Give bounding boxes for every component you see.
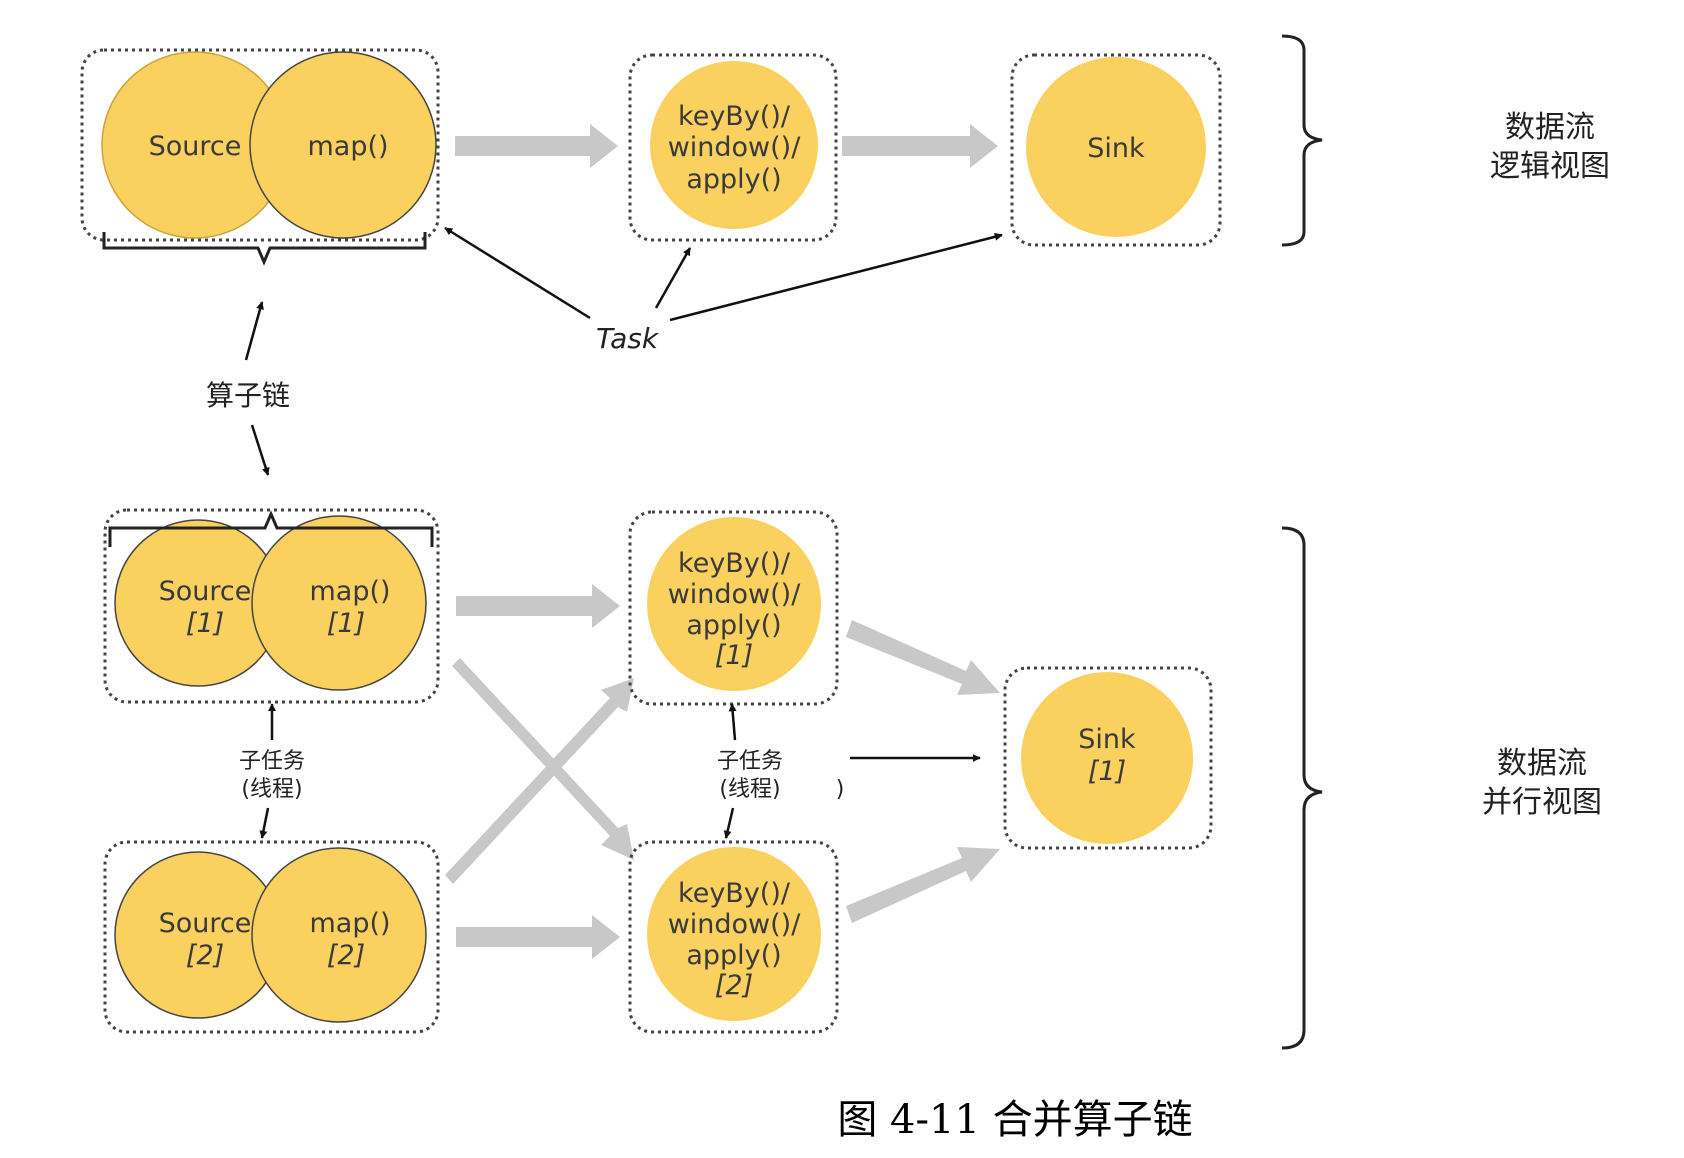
- source1-label: Source: [159, 576, 252, 607]
- chain-pointer-down: [250, 424, 270, 476]
- side-bracket-parallel: [1281, 526, 1323, 1050]
- side-bracket-logical: [1281, 34, 1323, 247]
- keyby2-index: [2]: [715, 970, 753, 1001]
- task-box-keyby1: [628, 510, 839, 706]
- keyby2-label-line2: window()/: [668, 909, 802, 940]
- keyby2-label-line1: keyBy()/: [678, 878, 791, 909]
- flow-arrow-keyby1-to-sink: [846, 620, 1000, 695]
- subtask-label-mid-line1: 子任务: [717, 749, 783, 774]
- keyby-label-line3: apply(): [686, 164, 781, 195]
- keyby-label-line1: keyBy()/: [678, 101, 791, 132]
- sink-node: [1026, 57, 1206, 237]
- task-box-keyby: [628, 53, 838, 242]
- map-node: [249, 51, 437, 239]
- parallel-view-label-line1: 数据流: [1497, 746, 1587, 781]
- map2-index: [2]: [327, 940, 365, 971]
- chain-bracket-top: [102, 232, 427, 266]
- task-pointer-to-sink: [669, 232, 1003, 322]
- logical-view-label-line1: 数据流: [1505, 110, 1595, 145]
- subtask-pointer-mid-up: [728, 703, 737, 741]
- keyby1-index: [1]: [715, 640, 753, 671]
- map2-node: [251, 847, 427, 1023]
- sink1-node: [1021, 672, 1193, 844]
- map1-node: [251, 515, 427, 691]
- task-pointer-to-source-map: [444, 226, 591, 320]
- sink-label: Sink: [1087, 133, 1145, 164]
- flow-arrow-map2-to-keyby2: [456, 915, 620, 959]
- map-label: map(): [307, 131, 388, 162]
- parallel-view-label-line2: 并行视图: [1482, 785, 1602, 820]
- map1-index: [1]: [327, 608, 365, 639]
- flow-arrow-map1-to-keyby1: [456, 584, 620, 628]
- subtask-label-left-line2: (线程): [241, 777, 302, 802]
- task-label: Task: [596, 322, 660, 355]
- logical-view-label-line2: 逻辑视图: [1490, 149, 1610, 184]
- flow-arrow-keyby-to-sink: [842, 124, 998, 168]
- map1-label: map(): [309, 576, 390, 607]
- keyby-label-line2: window()/: [668, 132, 802, 163]
- map2-label: map(): [309, 908, 390, 939]
- sink1-label: Sink: [1078, 724, 1136, 755]
- flow-arrow-keyby2-to-sink: [846, 847, 1000, 923]
- subtask-label-left-line1: 子任务: [239, 749, 305, 774]
- task-box-sink1: [1003, 666, 1213, 850]
- keyby1-label-line2: window()/: [668, 579, 802, 610]
- keyby-node: [650, 61, 818, 229]
- operator-chain-label: 算子链: [206, 379, 290, 412]
- stray-paren: ): [836, 777, 845, 802]
- keyby1-label-line3: apply(): [686, 610, 781, 641]
- source2-label: Source: [159, 908, 252, 939]
- keyby1-node: [647, 517, 821, 691]
- keyby2-node: [647, 847, 821, 1021]
- chain-pointer-up: [244, 301, 264, 361]
- subtask-label-mid-line2: (线程): [719, 777, 780, 802]
- subtask-pointer-mid-down: [723, 807, 735, 839]
- task-box-source-map: [80, 48, 440, 242]
- chain-bracket-parallel: [108, 510, 434, 547]
- figure-caption: 图 4-11 合并算子链: [837, 1097, 1192, 1143]
- subtask-pointer-left-down: [259, 807, 270, 839]
- flow-arrow-map2-to-keyby1: [445, 678, 634, 884]
- keyby2-label-line3: apply(): [686, 940, 781, 971]
- source1-index: [1]: [186, 608, 224, 639]
- source-label: Source: [149, 131, 242, 162]
- keyby1-label-line1: keyBy()/: [678, 548, 791, 579]
- source2-index: [2]: [186, 940, 224, 971]
- task-pointer-to-keyby: [654, 247, 692, 309]
- task-box-source1-map1: [103, 508, 440, 704]
- flow-arrow-map1-to-keyby2: [452, 658, 634, 860]
- flow-arrow-map-to-keyby: [455, 124, 618, 168]
- sink1-index: [1]: [1088, 756, 1126, 787]
